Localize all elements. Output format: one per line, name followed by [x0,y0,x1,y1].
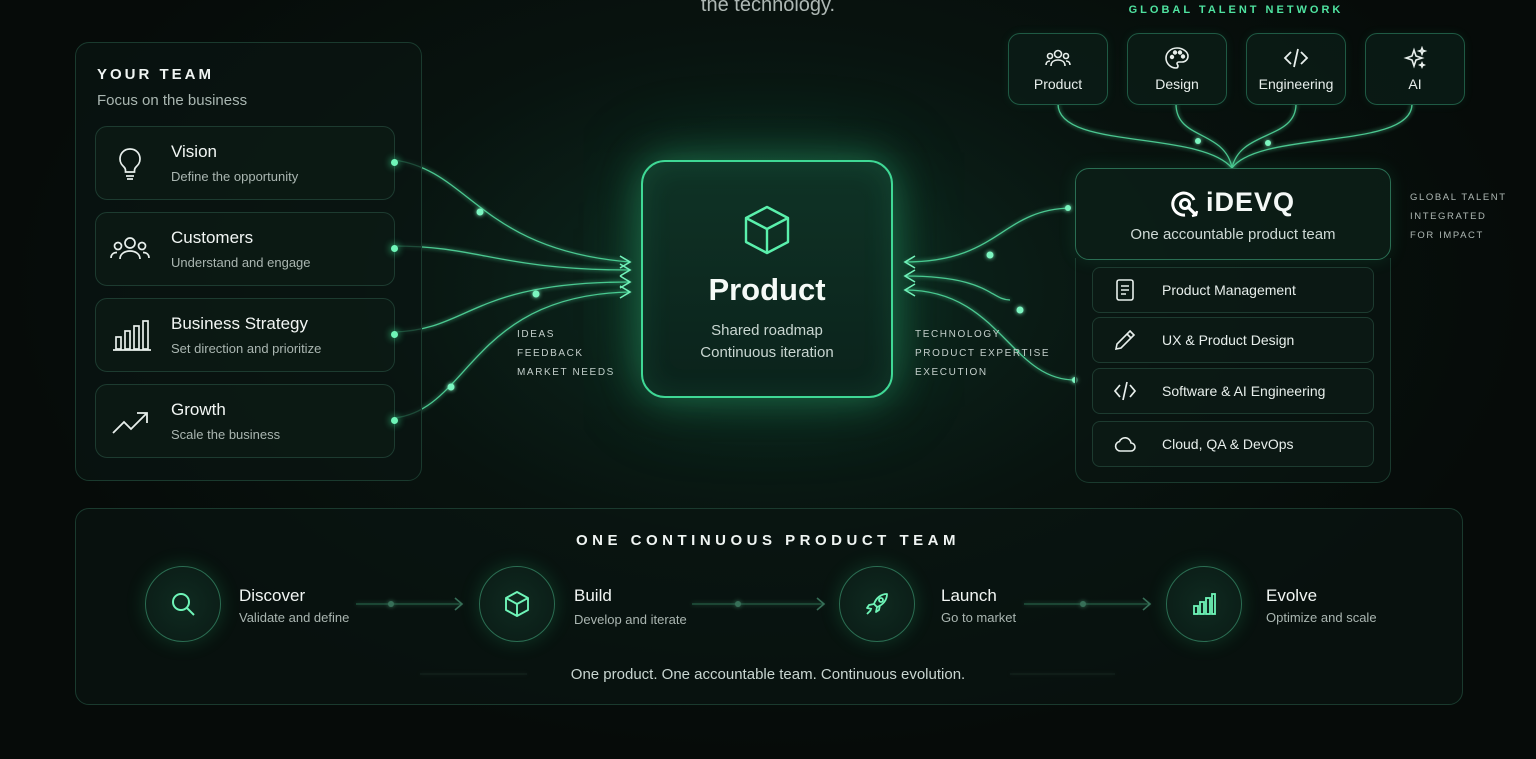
connector-dot [391,331,398,338]
team-card-business-strategy: Business Strategy Set direction and prio… [95,298,398,372]
step-evolve-circle [1166,566,1242,642]
your-team-subtitle: Focus on the business [97,92,248,109]
talent-chip-design: Design [1127,33,1227,105]
flow-label-ideas: IDEAS [517,329,556,340]
step-launch-circle [839,566,915,642]
rocket-icon [866,593,888,615]
card-title: Vision [171,142,217,161]
product-line-roadmap: Shared roadmap [711,322,823,339]
service-label: Product Management [1162,282,1296,298]
service-ux-design: UX & Product Design [1092,317,1374,363]
global-talent-note-line2: INTEGRATED [1410,211,1487,222]
step-title: Evolve [1266,586,1318,605]
idevq-header: iDEVQ One accountable product team [1075,168,1391,260]
code-icon [1113,381,1137,401]
bar-chart-icon [113,320,151,351]
step-discover-circle [145,566,221,642]
talent-chip-label: AI [1408,76,1422,92]
talent-chip-label: Design [1155,76,1199,92]
idevq-brand-name: iDEVQ [1206,187,1296,217]
step-subtitle: Optimize and scale [1266,610,1377,625]
talent-chip-product: Product [1008,33,1108,105]
flow-label-feedback: FEEDBACK [517,348,584,359]
cube-icon [505,591,529,617]
pencil-icon [1114,329,1136,351]
step-title: Launch [941,586,997,605]
flow-label-execution: EXECUTION [915,367,988,378]
product-hub: Product Shared roadmap Continuous iterat… [641,160,893,398]
users-icon [110,237,150,260]
cloud-icon [1114,437,1136,452]
code-icon [1283,48,1309,68]
team-card-vision: Vision Define the opportunity [95,126,398,200]
global-talent-note-line3: FOR IMPACT [1410,230,1484,241]
document-icon [1116,279,1134,301]
cube-icon [744,205,790,255]
continuous-team-title: ONE CONTINUOUS PRODUCT TEAM [576,532,960,549]
idevq-logo-icon [1171,191,1199,218]
card-title: Customers [171,228,254,247]
bar-chart-icon [1193,593,1216,615]
product-title: Product [708,272,826,307]
step-subtitle: Validate and define [239,610,350,625]
step-subtitle: Go to market [941,610,1017,625]
service-label: UX & Product Design [1162,332,1295,348]
card-subtitle: Understand and engage [171,255,311,270]
card-subtitle: Set direction and prioritize [171,341,322,356]
team-card-growth: Growth Scale the business [95,384,398,458]
card-subtitle: Scale the business [171,427,281,442]
step-subtitle: Develop and iterate [574,612,687,627]
tagline: One product. One accountable team. Conti… [570,666,966,683]
step-build-circle [479,566,555,642]
card-subtitle: Define the opportunity [171,169,299,184]
team-card-customers: Customers Understand and engage [95,212,398,286]
card-title: Growth [171,400,226,419]
idevq-subtitle: One accountable product team [1130,226,1336,243]
talent-chip-engineering: Engineering [1246,33,1346,105]
service-cloud-qa-devops: Cloud, QA & DevOps [1092,421,1374,467]
talent-chip-ai: AI [1365,33,1465,105]
talent-chip-label: Product [1033,76,1083,92]
lightbulb-icon [119,148,141,180]
step-title: Discover [239,586,306,605]
global-talent-network-label: GLOBAL TALENT NETWORK [1128,4,1344,16]
connector-dot [391,159,398,166]
connector-dot [391,245,398,252]
palette-icon [1165,47,1189,69]
talent-chip-label: Engineering [1258,76,1334,92]
product-line-iteration: Continuous iteration [700,344,834,361]
service-label: Software & AI Engineering [1162,383,1326,399]
users-icon [1045,49,1071,67]
sparkles-icon [1403,46,1428,70]
trend-up-icon [112,412,148,434]
global-talent-note-line1: GLOBAL TALENT [1410,192,1507,203]
step-title: Build [574,586,612,605]
service-product-management: Product Management [1092,267,1374,313]
flow-label-technology: TECHNOLOGY [915,329,1002,340]
search-icon [172,593,195,616]
card-title: Business Strategy [171,314,309,333]
header-top-text: the technology. [700,0,836,16]
flow-label-market-needs: MARKET NEEDS [517,367,615,378]
connector-dot [391,417,398,424]
your-team-title: YOUR TEAM [97,66,214,83]
flow-label-product-expertise: PRODUCT EXPERTISE [915,348,1051,359]
service-label: Cloud, QA & DevOps [1162,436,1294,452]
service-software-ai-engineering: Software & AI Engineering [1092,368,1374,414]
